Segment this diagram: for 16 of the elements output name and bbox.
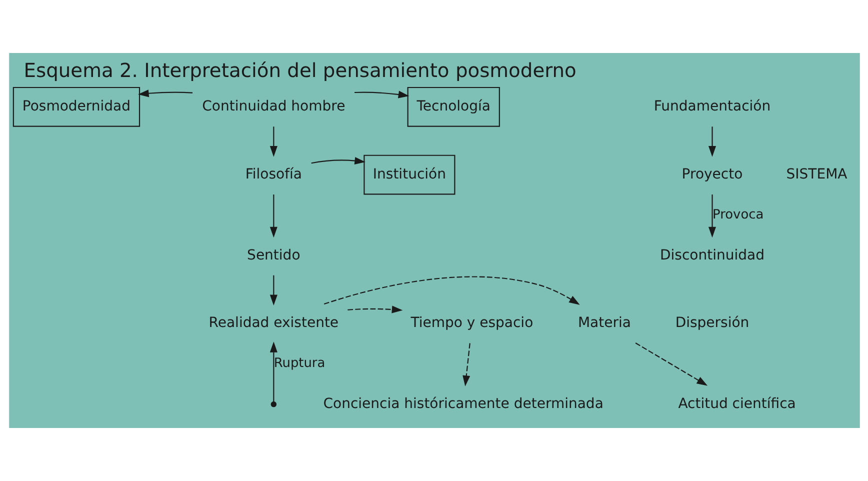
node-text: Dispersión [674,315,749,332]
node-text: Materia [577,315,630,332]
edge-label: Ruptura [273,356,325,372]
node-text: Filosofía [244,166,302,182]
node-text: Fundamentación [653,98,770,115]
node-text: Proyecto [681,166,742,182]
node-text: Discontinuidad [660,247,764,264]
node-text: Actitud científica [678,396,796,412]
node-text: Tiempo y espacio [410,315,533,332]
edge-label: Provoca [712,208,764,223]
diagram-title: Esquema 2. Interpretación del pensamiento posmoderno [23,59,576,82]
node-text: Realidad existente [208,315,338,332]
node-text: Continuidad hombre [202,98,345,115]
node-text: Sentido [246,247,300,264]
label: SISTEMA [786,166,847,182]
node-text: Conciencia históricamente determinada [322,396,603,412]
